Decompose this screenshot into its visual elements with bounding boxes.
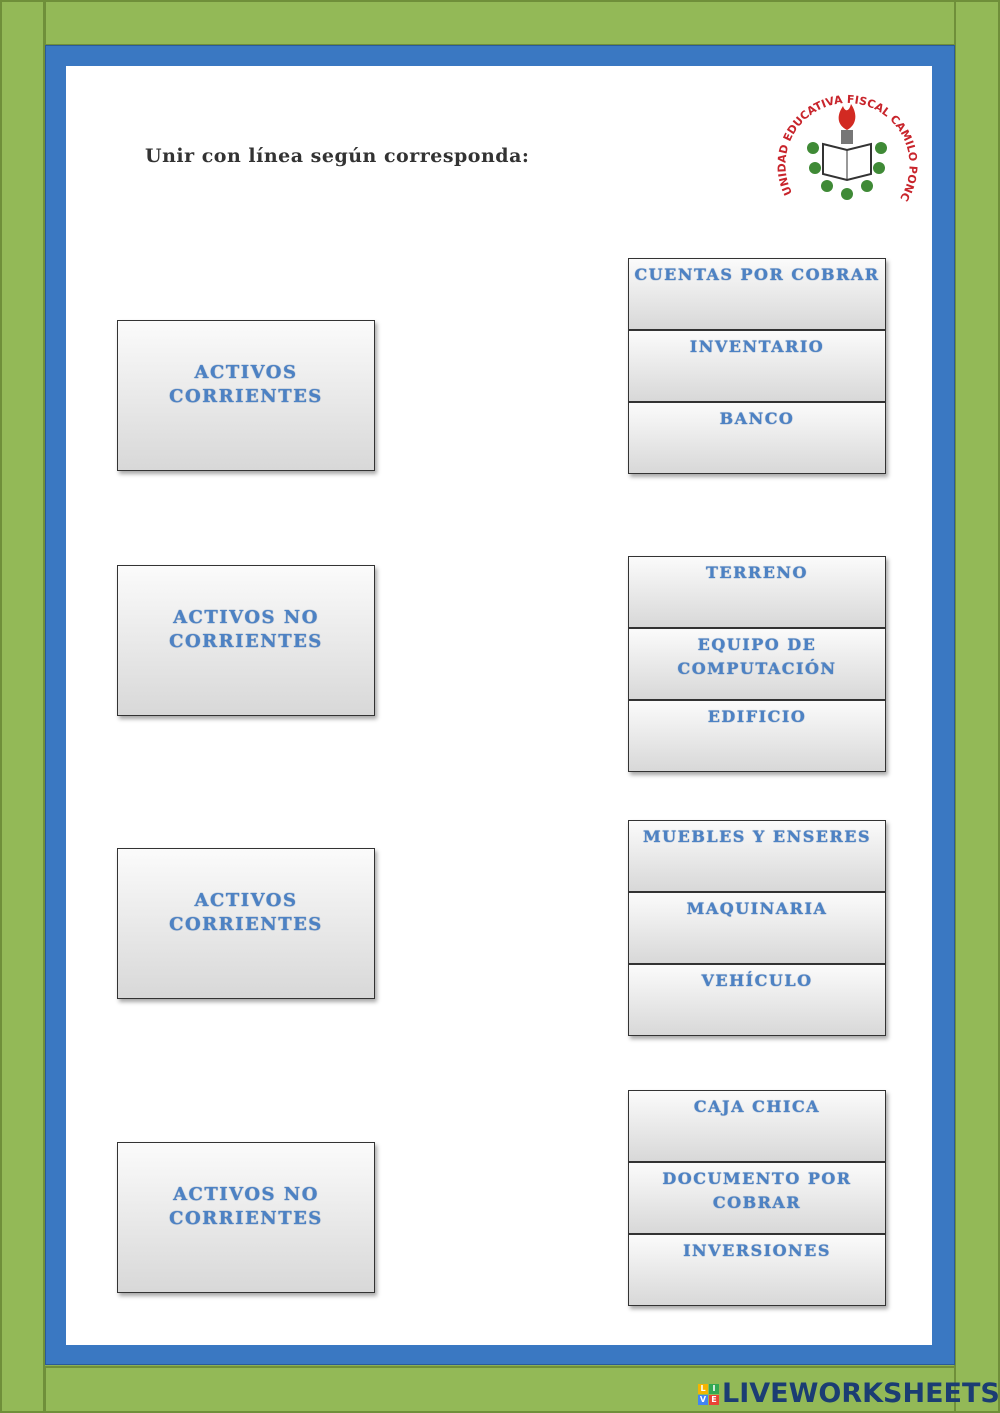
- school-logo: UNIDAD EDUCATIVA FISCAL CAMILO PONCE ENR…: [775, 78, 920, 203]
- item-box[interactable]: CAJA CHICA: [628, 1090, 886, 1162]
- category-box[interactable]: ACTIVOS NO CORRIENTES: [117, 1142, 375, 1293]
- item-box[interactable]: MAQUINARIA: [628, 892, 886, 964]
- frame-left: [0, 0, 45, 1413]
- category-box[interactable]: ACTIVOS CORRIENTES: [117, 320, 375, 471]
- item-box[interactable]: DOCUMENTO POR COBRAR: [628, 1162, 886, 1234]
- watermark-text: LIVEWORKSHEETS: [722, 1378, 1000, 1409]
- item-box[interactable]: VEHÍCULO: [628, 964, 886, 1036]
- category-box[interactable]: ACTIVOS NO CORRIENTES: [117, 565, 375, 716]
- frame-right: [954, 0, 1000, 1413]
- item-box[interactable]: TERRENO: [628, 556, 886, 628]
- item-box[interactable]: INVENTARIO: [628, 330, 886, 402]
- item-box[interactable]: EDIFICIO: [628, 700, 886, 772]
- category-box[interactable]: ACTIVOS CORRIENTES: [117, 848, 375, 999]
- item-box[interactable]: BANCO: [628, 402, 886, 474]
- item-box[interactable]: EQUIPO DE COMPUTACIÓN: [628, 628, 886, 700]
- item-box[interactable]: INVERSIONES: [628, 1234, 886, 1306]
- instruction-title: Unir con línea según corresponda:: [145, 145, 530, 167]
- item-box[interactable]: CUENTAS POR COBRAR: [628, 258, 886, 330]
- item-box[interactable]: MUEBLES Y ENSERES: [628, 820, 886, 892]
- frame-top: [44, 0, 956, 46]
- frame-bottom: [44, 1366, 956, 1413]
